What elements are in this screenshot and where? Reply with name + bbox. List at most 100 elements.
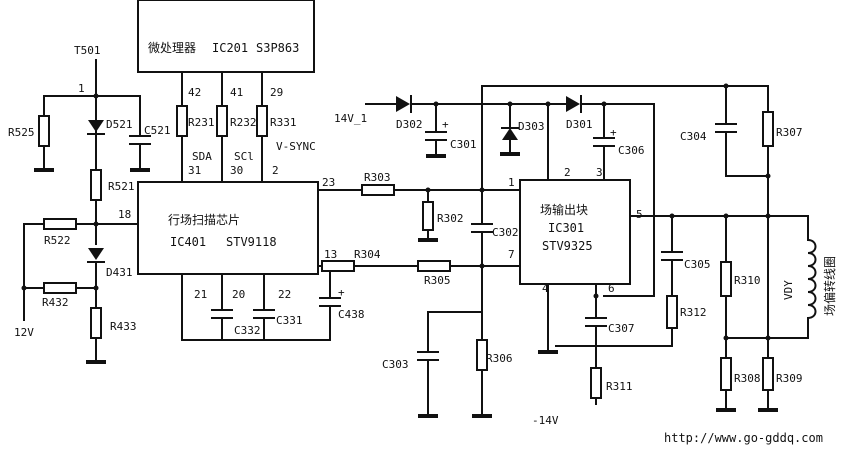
resistor-r309 xyxy=(762,357,774,391)
pin-2: 2 xyxy=(272,164,279,177)
pin-13: 13 xyxy=(324,248,337,261)
ic301-ic-label: IC301 xyxy=(548,221,584,235)
source-url: http://www.go-gddq.com xyxy=(664,431,823,445)
label-r310: R310 xyxy=(734,274,761,287)
ic401-title: 行场扫描芯片 xyxy=(168,213,240,227)
label-neg14v: -14V xyxy=(532,414,559,427)
label-c306: C306 xyxy=(618,144,645,157)
label-d521: D521 xyxy=(106,118,133,131)
label-r432: R432 xyxy=(42,296,69,309)
label-d302: D302 xyxy=(396,118,423,131)
resistor-r303 xyxy=(361,184,395,196)
label-c307: C307 xyxy=(608,322,635,335)
label-sda: SDA xyxy=(192,150,212,163)
pin-21: 21 xyxy=(194,288,207,301)
resistor-r522 xyxy=(43,218,77,230)
label-r307: R307 xyxy=(776,126,803,139)
resistor-r331 xyxy=(256,105,268,137)
label-r308: R308 xyxy=(734,372,761,385)
label-r522: R522 xyxy=(44,234,71,247)
pin-20: 20 xyxy=(232,288,245,301)
mcu-ic-label: IC201 xyxy=(212,41,248,55)
ic401-part-label: STV9118 xyxy=(226,235,277,249)
label-c521: C521 xyxy=(144,124,171,137)
ic401-box xyxy=(137,181,319,275)
ic301-pin-1: 1 xyxy=(508,176,515,189)
label-yoke: 场偏转线圈 xyxy=(822,256,837,316)
mcu-ic201-box xyxy=(137,0,315,73)
ic301-title: 场输出块 xyxy=(540,202,588,217)
resistor-r433 xyxy=(90,307,102,339)
diode-d301 xyxy=(566,96,580,112)
label-scl: SCl xyxy=(234,150,254,163)
label-r521: R521 xyxy=(108,180,135,193)
mcu-part-label: S3P863 xyxy=(256,41,299,55)
label-r312: R312 xyxy=(680,306,707,319)
label-c301: C301 xyxy=(450,138,477,151)
c301-plus: + xyxy=(442,118,449,131)
label-vsync: V-SYNC xyxy=(276,140,316,153)
label-r232: R232 xyxy=(230,116,257,129)
resistor-r432 xyxy=(43,282,77,294)
resistor-r521 xyxy=(90,169,102,201)
label-r302: R302 xyxy=(437,212,464,225)
pin-42: 42 xyxy=(188,86,201,99)
resistor-r525 xyxy=(38,115,50,147)
c438-plus: + xyxy=(338,286,345,299)
label-c332: C332 xyxy=(234,324,261,337)
resistor-r307 xyxy=(762,111,774,147)
resistor-r232 xyxy=(216,105,228,137)
label-c303: C303 xyxy=(382,358,409,371)
resistor-r310 xyxy=(720,261,732,297)
diode-d303 xyxy=(502,128,518,140)
label-12v: 12V xyxy=(14,326,34,339)
mcu-title: 微处理器 xyxy=(148,41,196,55)
yoke-coil xyxy=(806,238,817,320)
ic301-part-label: STV9325 xyxy=(542,239,593,253)
label-r306: R306 xyxy=(486,352,513,365)
ic301-pin-3: 3 xyxy=(596,166,603,179)
resistor-r304 xyxy=(321,260,355,272)
ic301-pin-7: 7 xyxy=(508,248,515,261)
resistor-r302 xyxy=(422,201,434,231)
ic301-pin-5: 5 xyxy=(636,208,643,221)
label-c438: C438 xyxy=(338,308,365,321)
label-r309: R309 xyxy=(776,372,803,385)
label-r331: R331 xyxy=(270,116,297,129)
ic301-pin-2: 2 xyxy=(564,166,571,179)
t501-pin-1: 1 xyxy=(78,82,85,95)
resistor-r308 xyxy=(720,357,732,391)
pin-41: 41 xyxy=(230,86,243,99)
label-r525: R525 xyxy=(8,126,35,139)
label-r305: R305 xyxy=(424,274,451,287)
label-r311: R311 xyxy=(606,380,633,393)
label-c302: C302 xyxy=(492,226,519,239)
label-d431: D431 xyxy=(106,266,133,279)
pin-18: 18 xyxy=(118,208,131,221)
label-r303: R303 xyxy=(364,171,391,184)
label-d301: D301 xyxy=(566,118,593,131)
diode-d521 xyxy=(88,120,104,132)
pin-29: 29 xyxy=(270,86,283,99)
pin-22: 22 xyxy=(278,288,291,301)
ic301-pin-4: 4 xyxy=(542,282,549,295)
pin-31: 31 xyxy=(188,164,201,177)
ic301-pin-6: 6 xyxy=(608,282,615,295)
label-r231: R231 xyxy=(188,116,215,129)
label-c304: C304 xyxy=(680,130,707,143)
pin-23: 23 xyxy=(322,176,335,189)
label-c305: C305 xyxy=(684,258,711,271)
resistor-r305 xyxy=(417,260,451,272)
label-r304: R304 xyxy=(354,248,381,261)
resistor-r312 xyxy=(666,295,678,329)
label-vdy: VDY xyxy=(782,280,795,300)
resistor-r306 xyxy=(476,339,488,371)
diode-d302 xyxy=(396,96,410,112)
pin-30: 30 xyxy=(230,164,243,177)
label-c331: C331 xyxy=(276,314,303,327)
resistor-r231 xyxy=(176,105,188,137)
label-t501: T501 xyxy=(74,44,101,57)
label-14v: 14V_1 xyxy=(334,112,367,125)
label-r433: R433 xyxy=(110,320,137,333)
